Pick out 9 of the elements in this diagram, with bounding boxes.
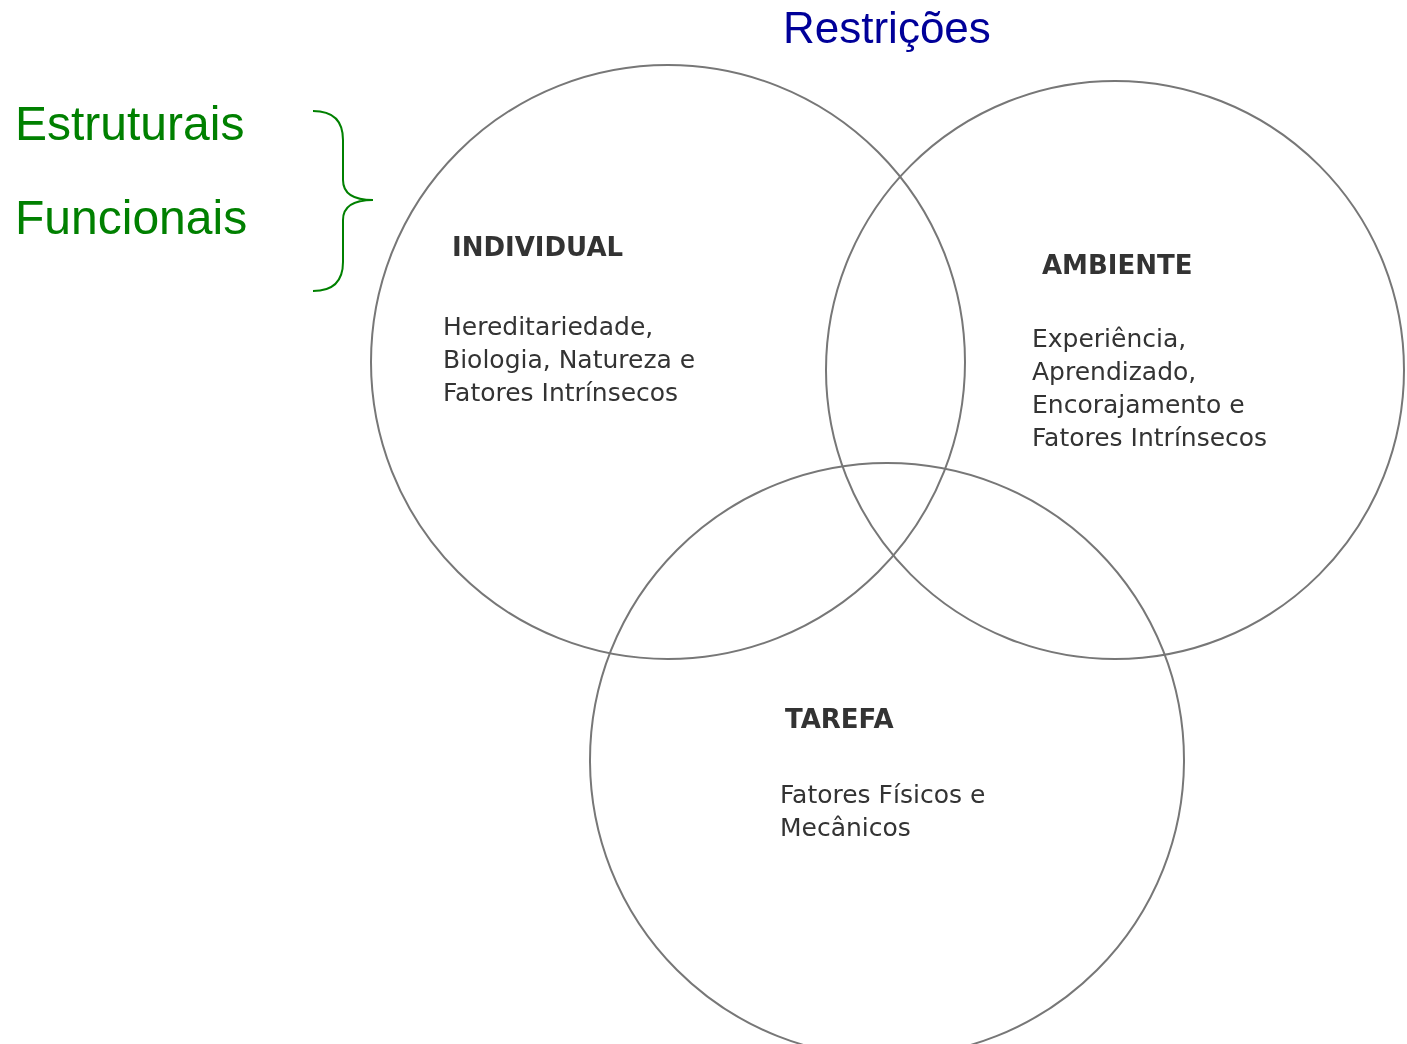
- circle-description: Hereditariedade, Biologia, Natureza e Fatores Intrínsecos: [443, 311, 697, 409]
- side-label: Funcionais: [15, 190, 248, 245]
- circle-heading: AMBIENTE: [1042, 250, 1193, 280]
- circle-heading: TAREFA: [785, 704, 894, 734]
- circle-description: Fatores Físicos e Mecânicos: [780, 779, 987, 844]
- title: Restrições: [783, 3, 991, 53]
- circle-description: Experiência, Aprendizado, Encorajamento e Fatores Intrínsecos: [1032, 323, 1269, 454]
- side-label: Estruturais: [15, 96, 245, 151]
- circle-heading: INDIVIDUAL: [452, 232, 624, 262]
